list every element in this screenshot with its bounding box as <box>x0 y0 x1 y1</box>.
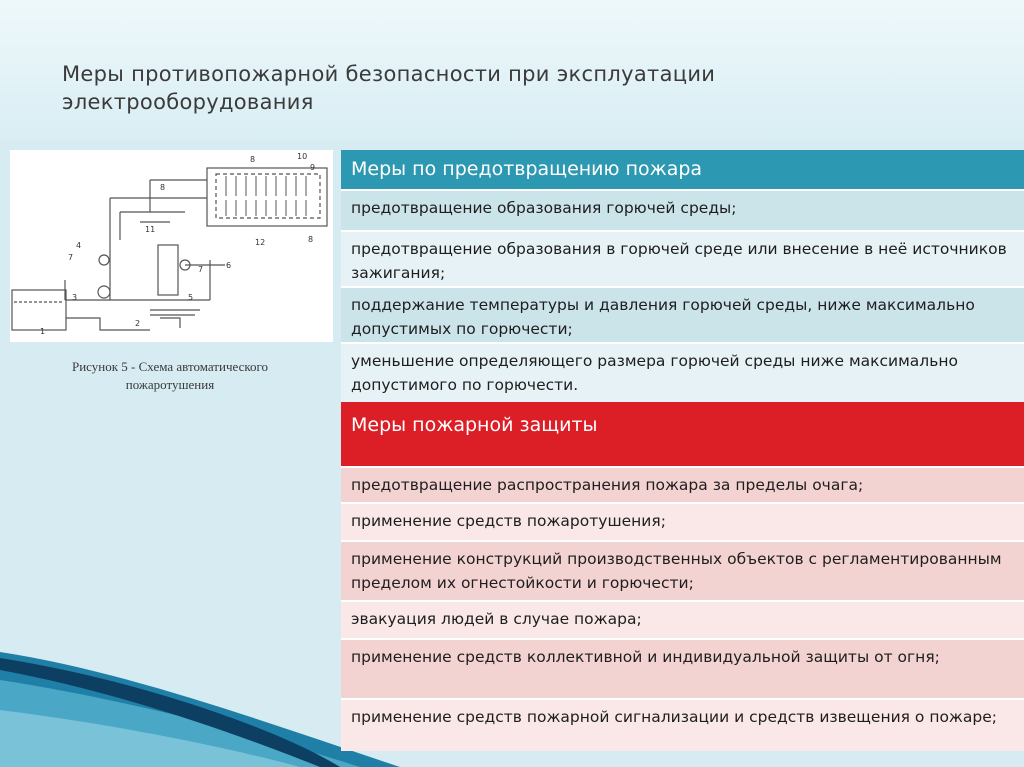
protection-header: Меры пожарной защиты <box>341 402 1024 466</box>
figure-label: 9 <box>310 163 315 172</box>
fire-extinguishing-scheme: 10 9 8 8 11 12 8 4 7 7 6 3 5 1 2 <box>11 152 328 336</box>
prevention-item: поддержание температуры и давления горюч… <box>341 286 1024 342</box>
protection-item: предотвращение распространения пожара за… <box>341 466 1024 502</box>
figure-label: 5 <box>188 293 193 302</box>
figure-label: 6 <box>226 261 231 270</box>
figure-label: 11 <box>145 225 155 234</box>
measures-table: Меры по предотвращению пожара предотвращ… <box>341 150 1024 751</box>
figure-caption: Рисунок 5 - Схема автоматического пожаро… <box>71 359 269 392</box>
figure-label: 4 <box>76 241 81 250</box>
prevention-item: предотвращение образования горючей среды… <box>341 189 1024 230</box>
protection-item: эвакуация людей в случае пожара; <box>341 600 1024 638</box>
tank <box>11 289 67 331</box>
title-band <box>0 0 1024 140</box>
protection-item: применение средств коллективной и индиви… <box>341 638 1024 698</box>
protection-item: применение средств пожарной сигнализации… <box>341 698 1024 751</box>
protection-item: применение конструкций производственных … <box>341 540 1024 600</box>
figure-label: 7 <box>68 253 73 262</box>
decorative-swoosh <box>0 652 400 767</box>
prevention-item: предотвращение образования в горючей сре… <box>341 230 1024 286</box>
prevention-header: Меры по предотвращению пожара <box>341 150 1024 189</box>
figure-label: 1 <box>40 327 45 336</box>
slide-title: Меры противопожарной безопасности при эк… <box>62 62 716 114</box>
figure-label: 12 <box>255 238 265 247</box>
figure-label: 7 <box>198 265 203 274</box>
figure-label: 3 <box>72 293 77 302</box>
figure-scheme: 10 9 8 8 11 12 8 4 7 7 6 3 5 1 2 <box>10 150 333 342</box>
prevention-item: уменьшение определяющего размера горючей… <box>341 342 1024 402</box>
protection-item: применение средств пожаротушения; <box>341 502 1024 540</box>
figure-label: 8 <box>250 155 255 164</box>
figure-label: 2 <box>135 319 140 328</box>
figure-label: 8 <box>160 183 165 192</box>
room-outline <box>206 167 328 227</box>
figure-label: 10 <box>297 152 307 161</box>
figure-label: 8 <box>308 235 313 244</box>
